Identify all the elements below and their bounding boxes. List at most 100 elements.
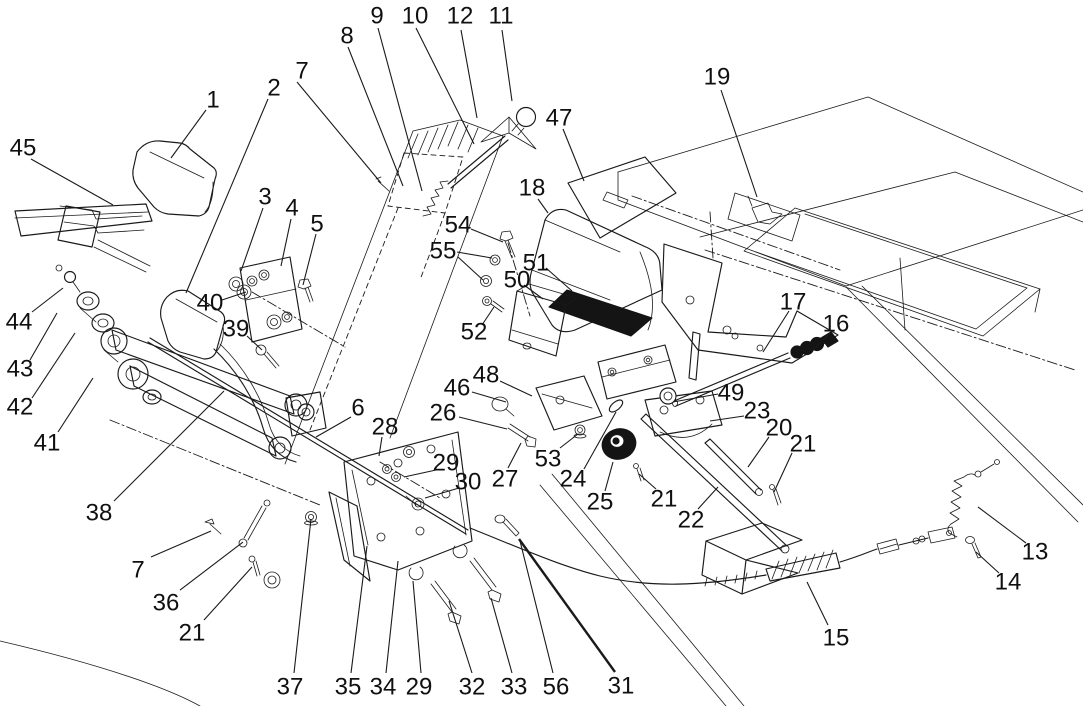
leader-line-50 (523, 284, 544, 300)
leader-line-11 (501, 29, 513, 102)
leader-line-36 (179, 541, 244, 591)
deck-panels-art (617, 96, 1083, 523)
callout-label-12: 12 (447, 3, 474, 30)
leader-line-47 (562, 128, 585, 182)
callout-label-55: 55 (430, 238, 457, 265)
leader-line-10 (415, 27, 475, 145)
leader-line-30 (424, 487, 460, 499)
spring-art (949, 476, 965, 525)
leader-line-25 (604, 461, 614, 492)
console-tower-art (284, 106, 537, 465)
callout-label-18: 18 (519, 175, 546, 202)
callout-label-36: 36 (153, 590, 180, 617)
callout-label-26: 26 (430, 400, 457, 427)
callout-label-44: 44 (6, 309, 33, 336)
callout-label-31: 31 (608, 673, 635, 700)
leader-line-45 (30, 158, 114, 206)
leader-line-32 (448, 600, 473, 674)
leader-line-54 (470, 228, 504, 243)
callout-label-32: 32 (459, 674, 486, 701)
console-hardware-art (480, 230, 531, 317)
pedal-pad-art (132, 140, 217, 217)
callout-label-13: 13 (1022, 539, 1049, 566)
leader-line-6 (315, 416, 352, 438)
callout-label-15: 15 (823, 625, 850, 652)
leader-line-41 (57, 377, 94, 433)
pedal-assembly-art (14, 140, 469, 589)
leader-line-8 (347, 46, 404, 187)
leader-line-49 (672, 393, 719, 403)
leader-line-19 (720, 89, 758, 198)
callout-label-33: 33 (501, 674, 528, 701)
leader-line-55 (457, 256, 484, 281)
callout-label-39: 39 (223, 316, 250, 343)
leader-line-29 (403, 469, 437, 478)
callout-label-1: 1 (206, 87, 219, 114)
callout-label-7-2: 7 (131, 557, 144, 584)
leader-line-1 (170, 109, 207, 159)
callout-label-7: 7 (295, 58, 308, 85)
callout-label-3: 3 (258, 184, 271, 211)
leader-line-7 (296, 81, 382, 184)
mounting-plate-art (204, 375, 603, 625)
callout-label-35: 35 (335, 674, 362, 701)
callout-label-16: 16 (823, 311, 850, 338)
callout-label-21-3: 21 (179, 620, 206, 647)
callout-label-43: 43 (7, 356, 34, 383)
callout-label-38: 38 (86, 500, 113, 527)
leader-line-48 (499, 380, 533, 397)
leader-line-39 (246, 335, 263, 351)
leader-line-4 (280, 218, 292, 267)
callout-label-53: 53 (535, 446, 562, 473)
callout-label-25: 25 (587, 489, 614, 516)
callout-label-21-2: 21 (651, 486, 678, 513)
callout-label-48: 48 (473, 362, 500, 389)
callout-label-20: 20 (766, 415, 793, 442)
leader-line-16 (811, 332, 831, 352)
pedal-pad-art (160, 289, 226, 360)
callout-label-41: 41 (34, 430, 61, 457)
callout-label-51: 51 (523, 250, 550, 277)
callout-label-11: 11 (489, 3, 514, 30)
spring-art (422, 180, 449, 217)
leader-line-21-3 (203, 566, 253, 621)
callout-label-8: 8 (340, 23, 353, 50)
leader-line-22 (697, 486, 719, 510)
callout-label-29: 29 (433, 450, 460, 477)
leader-line-14 (975, 551, 1000, 574)
callout-label-24: 24 (560, 466, 587, 493)
leader-line-18 (537, 198, 549, 214)
leader-line-56 (519, 540, 554, 674)
leader-line-55 (456, 251, 493, 259)
callout-label-56: 56 (543, 674, 570, 701)
console-pod-art (508, 156, 839, 381)
callout-label-52: 52 (461, 319, 488, 346)
bracket-cluster-art (573, 344, 790, 554)
callout-label-17: 17 (780, 289, 807, 316)
leader-line-9 (377, 27, 423, 192)
callout-label-6: 6 (351, 395, 364, 422)
leader-line-29-2 (412, 580, 422, 674)
leader-line-35 (350, 545, 368, 674)
leader-line-26 (458, 416, 508, 430)
bracket-arrow-mark (751, 202, 783, 225)
leader-lines-layer (29, 27, 1027, 674)
leader-line-5 (302, 233, 317, 286)
callout-label-22: 22 (678, 507, 705, 534)
callout-label-2: 2 (267, 75, 280, 102)
callout-label-4: 4 (285, 195, 298, 222)
leader-line-17 (762, 310, 790, 353)
callout-label-21: 21 (790, 431, 817, 458)
cable-assembly-art (0, 459, 1000, 706)
leader-line-38 (113, 390, 225, 502)
callout-label-30: 30 (455, 469, 482, 496)
leader-line-15 (806, 581, 829, 626)
leader-line-51 (545, 267, 573, 292)
leader-line-20 (747, 436, 770, 468)
leader-line-53 (559, 433, 579, 449)
leader-line-40 (221, 291, 247, 301)
leader-line-31 (518, 538, 616, 673)
leader-line-52 (481, 306, 495, 326)
